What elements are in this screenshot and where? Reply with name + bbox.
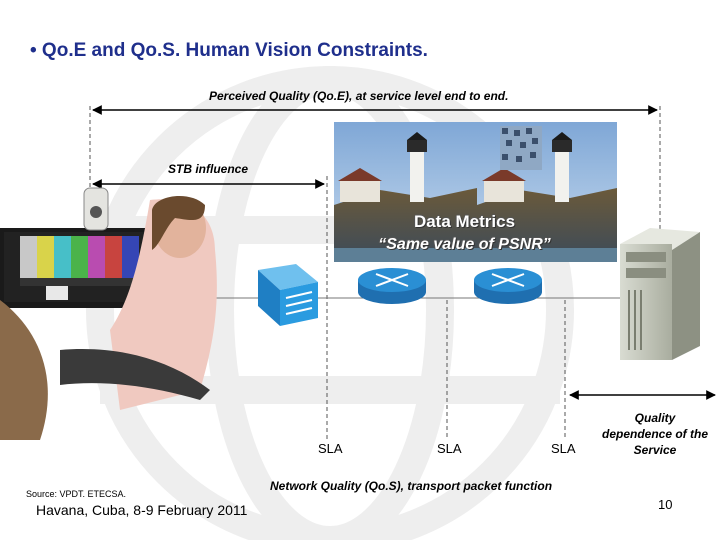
dashed-guides bbox=[89, 106, 661, 440]
color-bars bbox=[20, 236, 139, 300]
footer-text: Havana, Cuba, 8-9 February 2011 bbox=[36, 502, 248, 518]
qoe-label: Perceived Quality (Qo.E), at service lev… bbox=[209, 89, 509, 103]
source-note: Source: VPDT. ETECSA. bbox=[26, 489, 127, 499]
data-metrics-subtitle: “Same value of PSNR” bbox=[378, 236, 551, 253]
server-icon bbox=[620, 228, 700, 360]
page-number: 10 bbox=[658, 497, 673, 512]
lighthouse-photo-right bbox=[477, 122, 617, 262]
lighthouse-photo-left bbox=[334, 122, 477, 262]
router-icon-1 bbox=[358, 268, 426, 304]
qos-label: Network Quality (Qo.S), transport packet… bbox=[270, 479, 553, 493]
stb-influence-label: STB influence bbox=[168, 162, 249, 176]
switch-icon bbox=[258, 264, 318, 326]
quality-dependence-label: Quality dependence of the Service bbox=[601, 411, 708, 457]
router-icon-2 bbox=[474, 268, 542, 304]
sla-label: SLA bbox=[437, 441, 462, 456]
sla-label: SLA bbox=[551, 441, 576, 456]
slide-title: • Qo.E and Qo.S. Human Vision Constraint… bbox=[30, 40, 428, 61]
tv-and-user bbox=[0, 187, 217, 440]
data-metrics-title: Data Metrics bbox=[413, 212, 516, 231]
sla-label: SLA bbox=[318, 441, 343, 456]
